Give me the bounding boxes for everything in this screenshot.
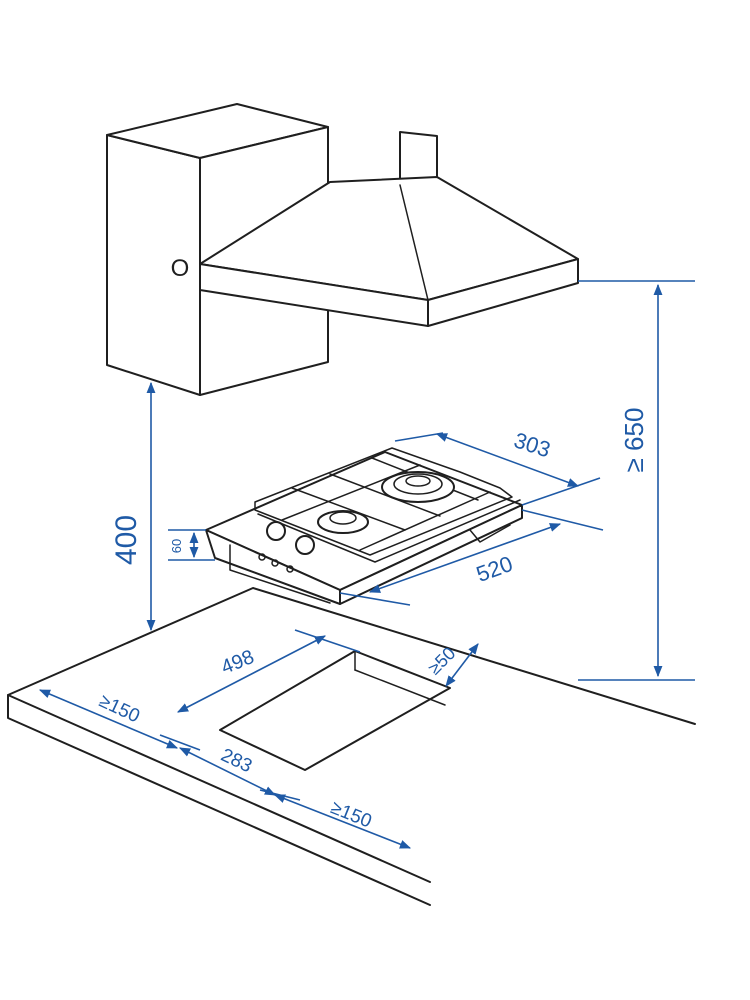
dim-cabinet-clearance: 400 xyxy=(110,515,143,565)
gas-hob xyxy=(205,447,523,605)
worktop xyxy=(7,587,696,906)
dim-hob-width: 520 xyxy=(473,551,516,587)
dim-hob-height: 60 xyxy=(169,539,184,553)
dim-cutout-depth: 283 xyxy=(218,745,256,777)
small-burner xyxy=(317,510,369,534)
dim-hood-min-height: ≥ 650 xyxy=(619,408,649,473)
hood-control-symbol: O xyxy=(171,255,190,282)
control-knob xyxy=(295,535,315,555)
dim-left-clearance: ≥150 xyxy=(96,691,143,728)
cooker-hood xyxy=(199,131,579,327)
dim-front-clearance: ≥150 xyxy=(328,797,375,832)
dimension-lines xyxy=(38,280,695,849)
dim-hob-depth: 303 xyxy=(511,427,554,462)
dim-rear-clearance: ≥50 xyxy=(424,643,459,678)
